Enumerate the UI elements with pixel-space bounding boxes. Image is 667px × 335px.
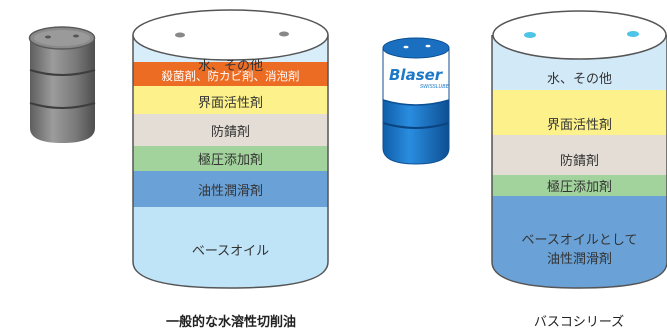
right-barrel: 水、その他 界面活性剤 防錆剤 極圧添加剤 ベースオイルとして 油性潤滑剤 [491,10,667,289]
band-oiliness-agent [133,171,328,207]
label-rust-inhibitor: 防錆剤 [211,124,250,140]
band-surfactant [133,86,328,114]
label-rust-inhibitor-r: 防錆剤 [560,153,599,169]
band-ep-additive-r [492,175,667,196]
label-ep-additive-r: 極圧添加剤 [547,179,612,195]
grey-drum-icon [28,26,96,143]
label-water-other: 水、その他 [198,59,263,74]
band-base-oil-r [492,196,667,288]
band-rust-inhibitor-r [492,135,667,175]
label-base-oil: ベースオイル [192,244,269,259]
left-barrel: 水、その他 殺菌剤、防カビ剤、消泡剤 界面活性剤 防錆剤 極圧添加剤 油性潤滑剤… [132,9,329,289]
caption-conventional: 一般的な水溶性切削油 [166,314,296,330]
caption-vasco-series: バスコシリーズ [534,314,624,330]
label-base-oil-line1: ベースオイルとして [522,233,638,248]
band-surfactant-r [492,90,667,135]
blaser-drum-icon: Blaser SWISSLUBE [382,37,450,165]
blaser-logo-text: Blaser [389,66,444,84]
label-oiliness-agent: 油性潤滑剤 [198,183,263,199]
label-biocide: 殺菌剤、防カビ剤、消泡剤 [162,69,300,83]
label-surfactant: 界面活性剤 [198,95,263,111]
band-base-oil [133,207,328,288]
label-ep-additive: 極圧添加剤 [198,152,263,168]
band-ep-additive [133,146,328,171]
blaser-logo-sub: SWISSLUBE [420,84,450,90]
band-biocide [133,62,328,86]
band-rust-inhibitor [133,114,328,146]
label-water-other-r: 水、その他 [547,72,612,87]
label-base-oil-line2: 油性潤滑剤 [547,251,612,267]
label-surfactant-r: 界面活性剤 [547,117,612,133]
